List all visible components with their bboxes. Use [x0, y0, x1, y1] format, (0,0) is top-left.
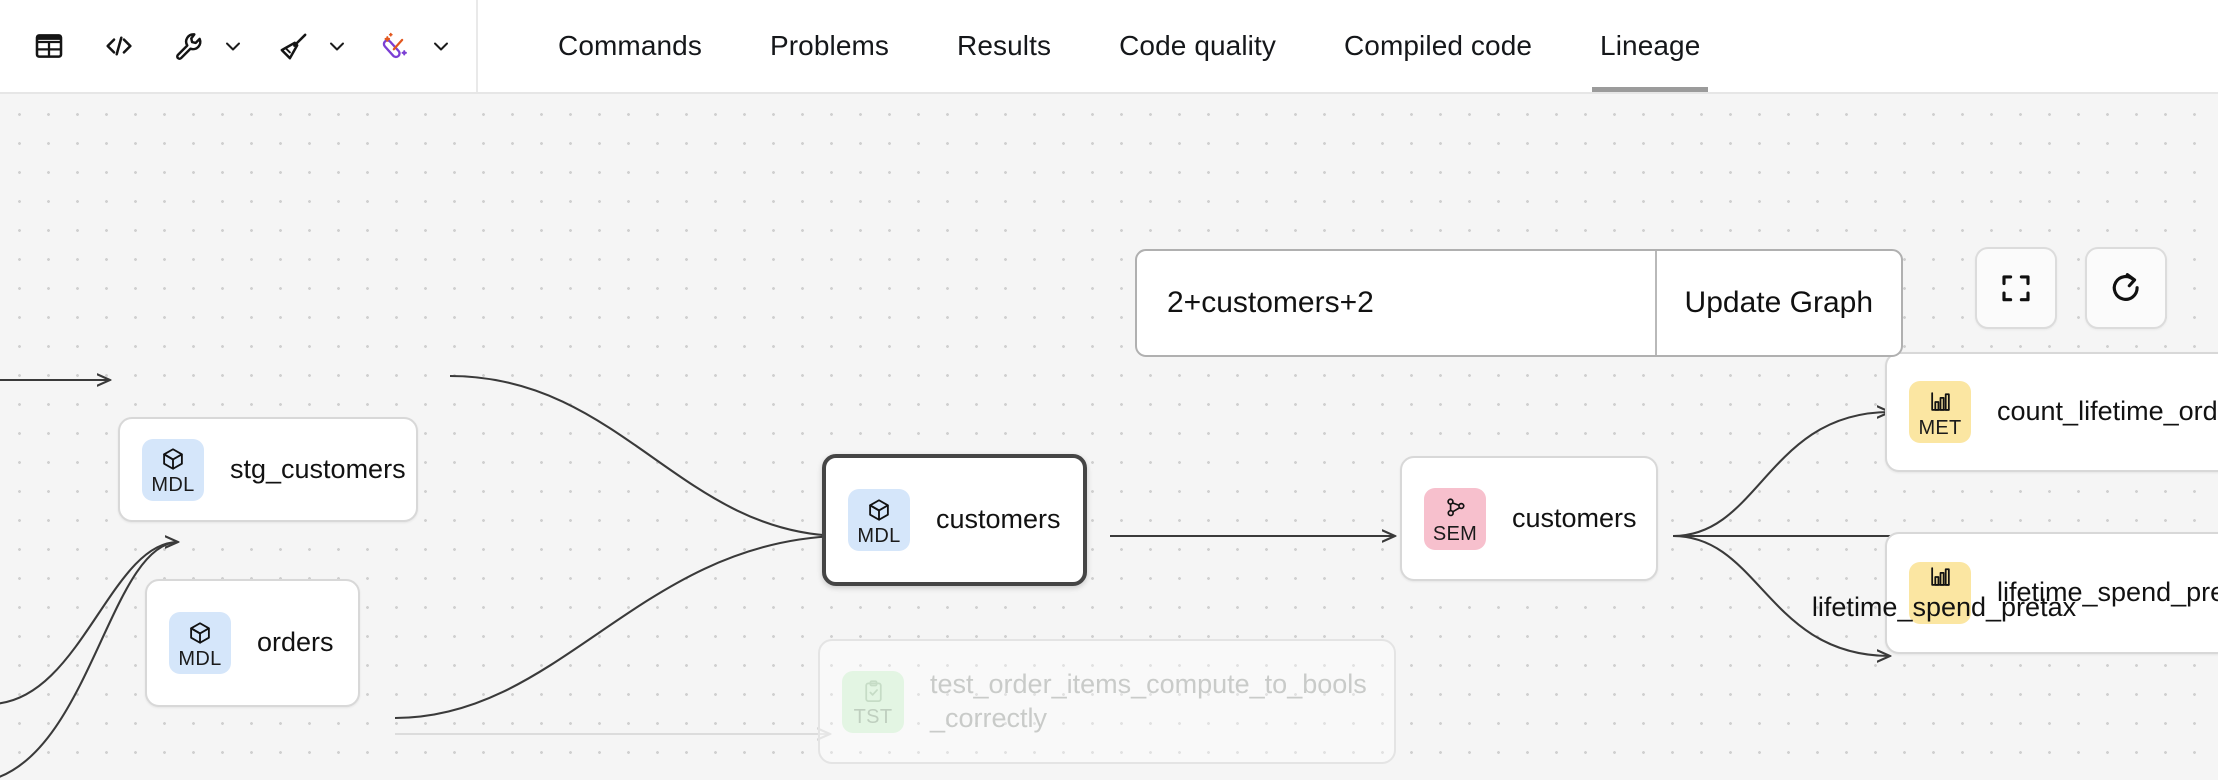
- lineage-node-customers-model[interactable]: MDL customers: [822, 454, 1087, 586]
- badge-sem: SEM: [1424, 487, 1486, 550]
- fit-view-button[interactable]: [1975, 247, 2057, 329]
- badge-mdl: MDL: [142, 438, 204, 501]
- lineage-node-count-lifetime-orders[interactable]: MET count_lifetime_orders: [1885, 352, 2218, 472]
- edge-sem-to-count-lifetime-orders: [1672, 412, 1890, 538]
- badge-mdl: MDL: [848, 489, 910, 551]
- broom-caret-icon[interactable]: [320, 19, 354, 73]
- lineage-node-label: orders: [257, 627, 334, 658]
- lineage-node-stg-customers[interactable]: MDL stg_customers: [118, 417, 418, 522]
- badge-met: lifetime_spend_pretax: [1812, 562, 2076, 624]
- tab-code-quality[interactable]: Code quality: [1085, 0, 1310, 92]
- cube-icon: [160, 444, 186, 474]
- cube-icon: [187, 618, 213, 648]
- badge-met: MET: [1909, 381, 1971, 443]
- update-graph-button[interactable]: Update Graph: [1654, 251, 1901, 355]
- lineage-canvas[interactable]: MDL stg_customers MDL orders: [0, 94, 2218, 780]
- edge-orders-to-customers: [394, 536, 838, 720]
- cube-icon: [866, 495, 892, 525]
- lineage-node-label: lifetime_spend_pretax: [1811, 591, 2077, 622]
- lineage-node-label: count_lifetime_orders: [1997, 396, 2218, 427]
- tab-compiled-code-label: Compiled code: [1343, 30, 1533, 61]
- graph-selector-input[interactable]: [1137, 251, 1655, 355]
- broom-icon[interactable]: [266, 19, 320, 73]
- badge-mdl-label: MDL: [151, 474, 195, 496]
- lineage-node-customers-semantic[interactable]: SEM customers: [1400, 456, 1658, 581]
- table-icon[interactable]: [22, 19, 76, 73]
- lineage-node-label: lifetime_spend_pretax: [1997, 577, 2218, 608]
- tab-problems-label: Problems: [769, 30, 890, 61]
- badge-mdl: MDL: [169, 612, 231, 674]
- badge-tst: TST: [842, 670, 904, 733]
- code-icon[interactable]: [92, 19, 146, 73]
- graph-selector-bar: Update Graph: [1135, 249, 1903, 357]
- edge-in-orders-b: [0, 540, 179, 778]
- edge-sem-to-lifetime-spend: [1672, 534, 1890, 656]
- wrench-icon[interactable]: [162, 19, 216, 73]
- lineage-node-label: customers: [1512, 502, 1637, 533]
- magic-caret-icon[interactable]: [424, 19, 458, 73]
- tab-commands-label: Commands: [558, 30, 702, 61]
- tab-results-label: Results: [957, 30, 1052, 61]
- lineage-node-label: stg_customers: [230, 453, 406, 484]
- lineage-node-label: customers: [936, 504, 1061, 535]
- tab-code-quality-label: Code quality: [1119, 30, 1276, 61]
- wrench-caret-icon[interactable]: [216, 19, 250, 73]
- badge-met-label: MET: [1918, 416, 1962, 439]
- tab-results[interactable]: Results: [923, 0, 1085, 92]
- tab-compiled-code[interactable]: Compiled code: [1310, 0, 1566, 92]
- bar-chart-icon: [1928, 387, 1953, 417]
- tab-problems[interactable]: Problems: [736, 0, 923, 92]
- edge-stg-to-customers: [449, 374, 838, 536]
- lineage-edges: [0, 94, 1900, 778]
- tab-lineage[interactable]: Lineage: [1566, 0, 1734, 92]
- lineage-node-test-order-items[interactable]: TST test_order_items_compute_to_bools _c…: [818, 639, 1396, 764]
- refresh-button[interactable]: [2085, 247, 2167, 329]
- editor-tool-group: [0, 0, 478, 92]
- lineage-node-orders[interactable]: MDL orders: [145, 579, 360, 707]
- lineage-node-label: test_order_items_compute_to_bools _corre…: [930, 669, 1367, 733]
- badge-sem-label: SEM: [1432, 523, 1478, 545]
- magic-wand-icon[interactable]: [370, 19, 424, 73]
- tab-commands[interactable]: Commands: [524, 0, 736, 92]
- badge-mdl-label: MDL: [857, 524, 901, 547]
- clipboard-check-icon: [861, 676, 886, 706]
- badge-tst-label: TST: [853, 706, 893, 728]
- badge-mdl-label: MDL: [178, 647, 222, 670]
- network-icon: [1443, 493, 1468, 523]
- tab-lineage-label: Lineage: [1600, 30, 1701, 61]
- bar-chart-icon: [1928, 562, 1953, 591]
- lineage-node-lifetime-spend-pretax[interactable]: lifetime_spend_pretax lifetime_spend_pre…: [1812, 532, 2218, 654]
- top-toolbar: Commands Problems Results Code quality C…: [0, 0, 2218, 94]
- panel-tabs: Commands Problems Results Code quality C…: [478, 0, 1734, 92]
- edge-in-orders-a: [0, 542, 178, 705]
